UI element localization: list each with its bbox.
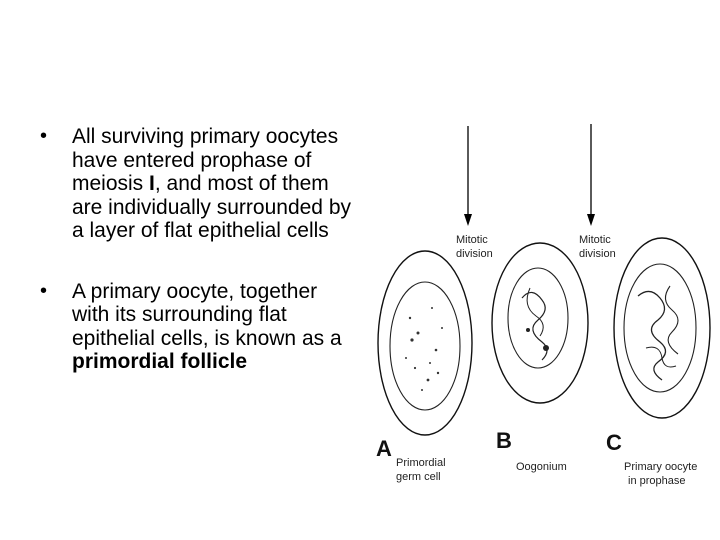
bullet-text-end: , and most of them are individually surr… (72, 172, 351, 242)
cell-label-line1: Oogonium (516, 461, 567, 473)
bullet-item: • All surviving primary oocytes have ent… (30, 125, 360, 243)
bullet-item: • A primary oocyte, together with its su… (30, 280, 360, 374)
cell-label-line1: Primordial (396, 457, 446, 469)
oogonium-cell: B Oogonium (491, 242, 589, 473)
cell-letter-a: A (376, 436, 392, 461)
primary-oocyte-cell: C Primary oocyte in prophase (606, 237, 711, 487)
bullet-text: A primary oocyte, together with its surr… (72, 279, 342, 350)
bullet-list: • All surviving primary oocytes have ent… (30, 125, 360, 374)
oogenesis-figure: Mitotic division Mitotic division A Prim… (376, 124, 711, 487)
arrow-label-line2: division (579, 248, 616, 260)
cell-label-line1: Primary oocyte (624, 461, 697, 473)
bullet-dot: • (40, 279, 48, 302)
cell-label-line2: in prophase (628, 475, 686, 487)
cell-label-line2: germ cell (396, 471, 441, 483)
primordial-germ-cell: A Primordial germ cell (376, 250, 473, 483)
bullet-dot: • (40, 125, 48, 147)
bullet-bold-text: I (149, 172, 155, 195)
bullet-text: All surviving primary oocytes have enter… (72, 125, 339, 195)
cell-letter-b: B (496, 428, 512, 453)
cell-letter-c: C (606, 430, 622, 455)
mitotic-division-arrow-1: Mitotic division (456, 126, 493, 260)
arrow-label-line1: Mitotic (456, 234, 488, 246)
arrow-label-line2: division (456, 248, 493, 260)
bullet-bold-text: primordial follicle (72, 350, 248, 373)
arrow-label-line1: Mitotic (579, 234, 611, 246)
mitotic-division-arrow-2: Mitotic division (579, 124, 616, 260)
